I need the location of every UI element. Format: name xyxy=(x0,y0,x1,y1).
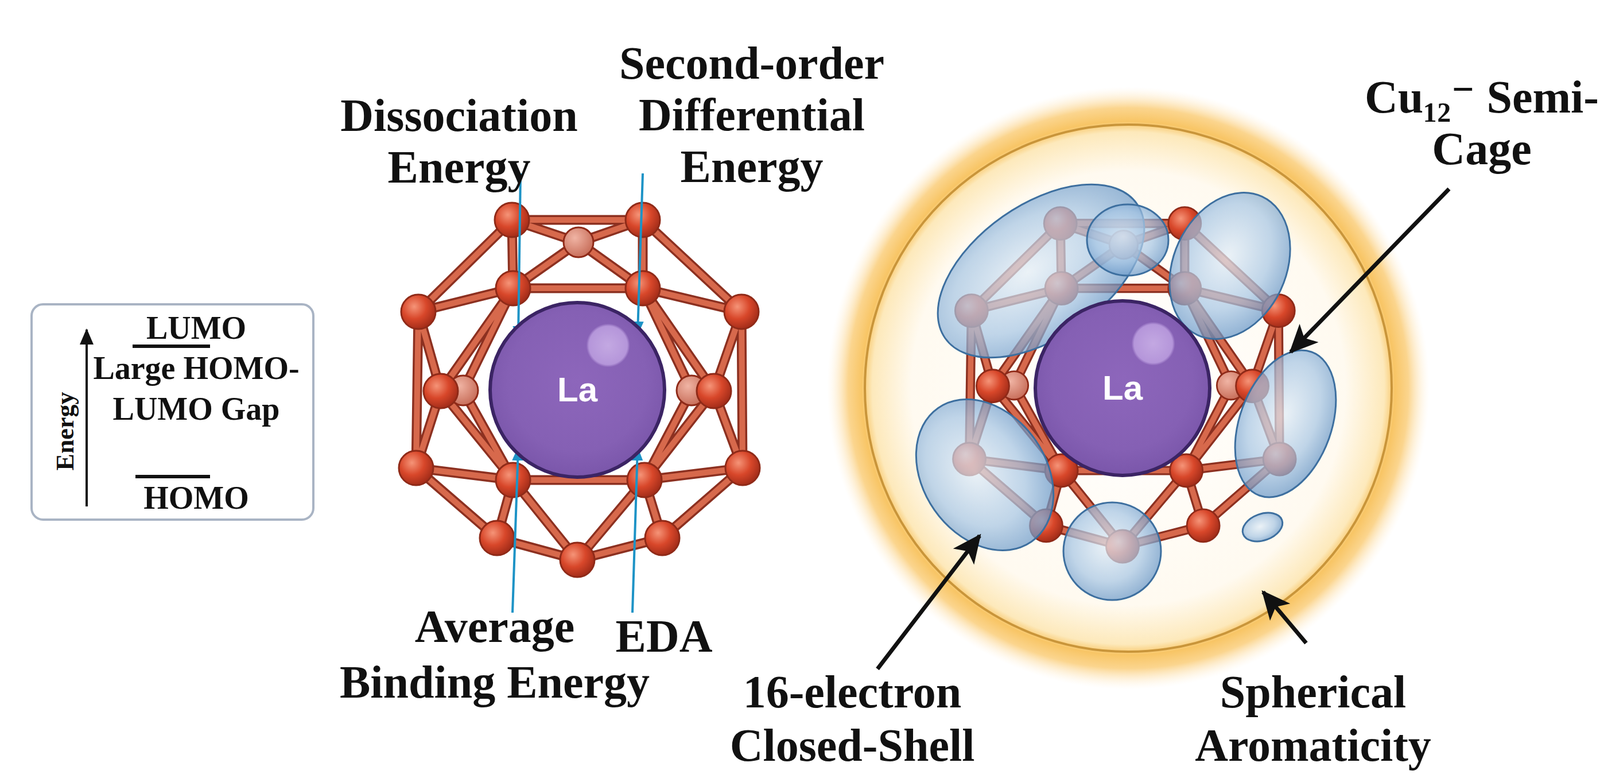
pointer-arrow xyxy=(1290,188,1450,352)
callout-label: 16-electron Closed-Shell xyxy=(708,665,996,772)
cage-left xyxy=(398,202,760,577)
aromatic-ring xyxy=(864,124,1392,652)
orbital-lobe xyxy=(1216,336,1355,512)
callout-label: Spherical Aromaticity xyxy=(1175,665,1451,772)
gap-label: Large HOMO-LUMO Gap xyxy=(75,347,317,430)
leader-line xyxy=(637,173,643,335)
atom-symbol: La xyxy=(557,369,598,410)
orbital-lobe xyxy=(1086,204,1169,276)
callout-label: Dissociation Energy xyxy=(309,89,609,193)
homo-level xyxy=(135,474,211,479)
leader-line xyxy=(518,173,521,339)
energy-level-box: LUMOLarge HOMO-LUMO GapHOMO Energy xyxy=(30,303,315,521)
atom-symbol: La xyxy=(1102,367,1143,409)
pointer-arrow xyxy=(1263,591,1307,643)
orbital-lobe xyxy=(1063,502,1161,600)
orbital-label: HOMO xyxy=(104,477,289,518)
energy-axis-arrow xyxy=(85,329,88,507)
orbital-lobe xyxy=(1238,507,1287,547)
callout-label: Cu₁₂⁻ Semi-Cage xyxy=(1364,71,1600,175)
orbital-label: LUMO xyxy=(104,307,289,348)
callout-label: Average Binding Energy xyxy=(334,598,655,710)
callout-label: EDA xyxy=(577,610,751,662)
aromatic-glow xyxy=(826,86,1430,690)
la-atom: La xyxy=(1033,298,1212,477)
la-atom: La xyxy=(488,300,667,479)
pointer-arrow xyxy=(877,535,980,669)
leader-line xyxy=(512,447,519,613)
axis-label: Energy xyxy=(48,367,83,495)
leader-line xyxy=(632,447,638,613)
callout-label: Second-order Differential Energy xyxy=(602,37,902,193)
